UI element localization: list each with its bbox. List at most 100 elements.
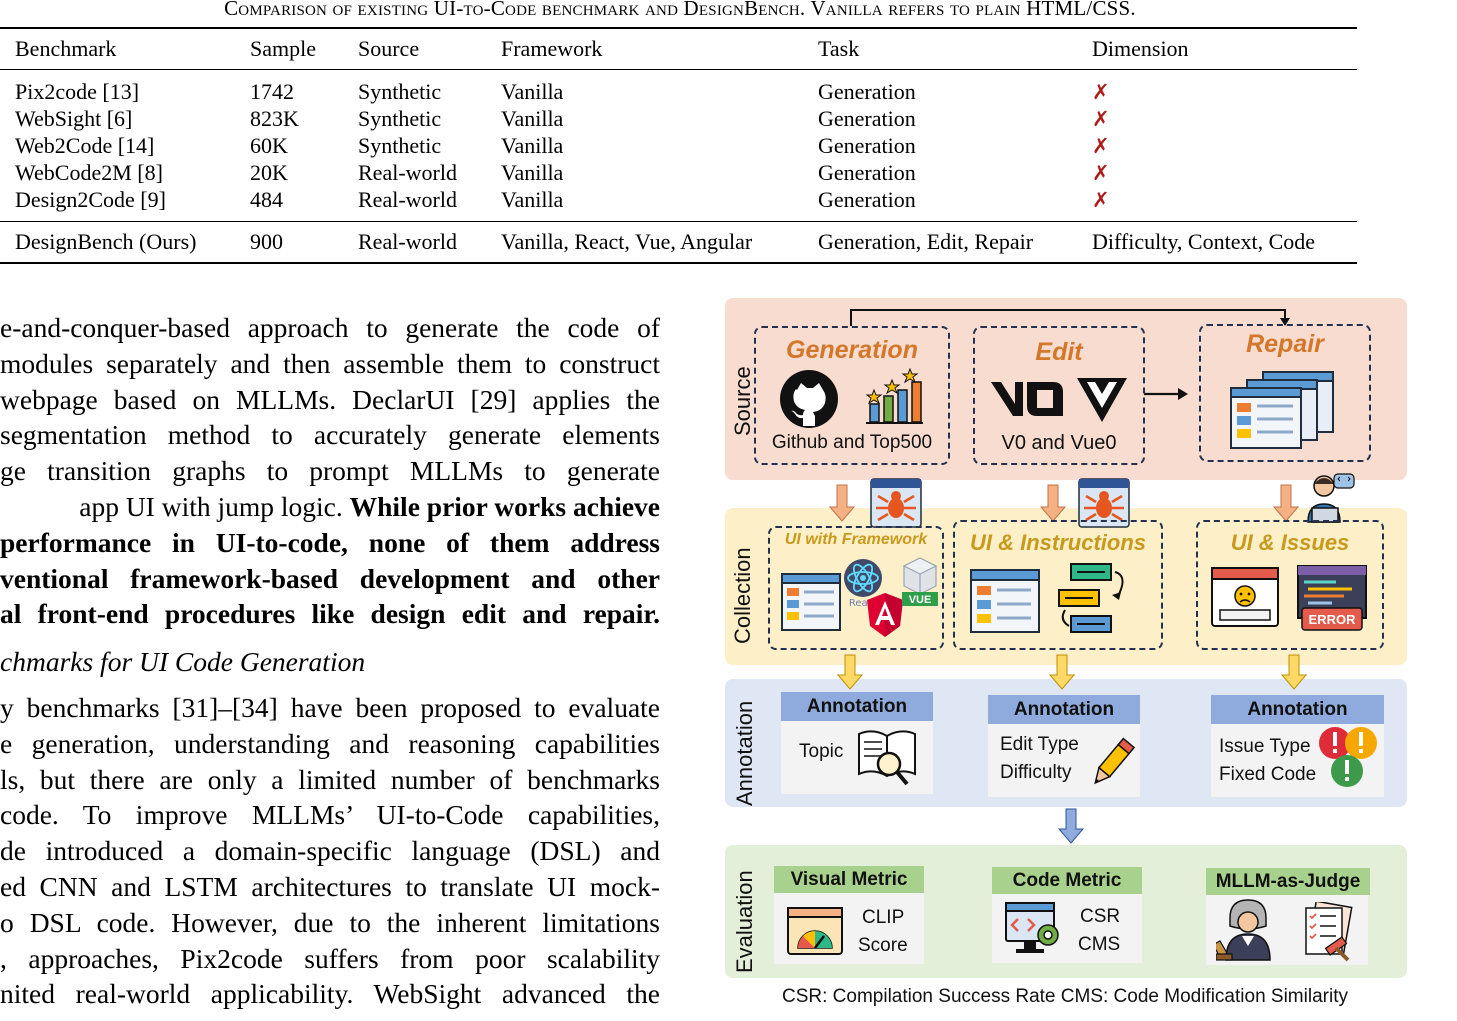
eval-card-code: Code Metric CSR CMS [992,867,1142,963]
webpage-icon [970,569,1040,633]
annotation-header: Annotation [1211,695,1384,724]
text-line: ls, but there are only a limited number … [0,763,660,795]
checklist-gavel-icon [1305,902,1353,962]
cross-mark: ✗ [1092,106,1110,131]
code-gear-monitor-icon [1005,902,1059,953]
instructions-flow-icon [1058,563,1124,633]
cell: 20K [250,159,288,185]
cell: Generation [818,186,916,212]
vue-badge-icon: VUE [902,557,938,606]
webpage-icon [781,573,841,631]
angular-logo-icon [867,593,903,637]
table-row: Design2Code [9] 484 Real-world Vanilla G… [0,186,1357,222]
generation-box: Generation Github and Top500 [754,326,950,465]
annotation-card-topic: Annotation Topic [781,692,933,794]
table-header-row: Benchmark Sample Source Framework Task D… [0,28,1357,70]
edit-title: Edit [1035,338,1083,366]
cell: Vanilla [501,186,564,212]
text-span: app UI with jump logic. [79,490,350,522]
annotation-header: Annotation [988,695,1140,724]
sad-page-icon [1211,567,1279,627]
bar-chart-stars-icon [865,368,923,424]
repair-title: Repair [1246,330,1324,358]
col-source: Source [358,36,420,61]
judge-header: MLLM-as-Judge [1206,868,1370,895]
book-magnifier-icon [858,730,916,786]
text-line: webpage based on MLLMs. DeclarUI [29] ap… [0,383,660,415]
table-row-ours: DesignBench (Ours) 900 Real-world Vanill… [0,221,1357,263]
cell: Real-world [358,186,457,212]
framework-title: UI with Framework [784,531,928,548]
cell: Real-world [358,229,457,254]
issues-box: UI & Issues ERROR [1196,520,1384,650]
band-label-evaluation: Evaluation [732,870,757,973]
react-logo-icon: React [844,559,882,608]
section-heading: chmarks for UI Code Generation [0,646,366,678]
code-metric-header: Code Metric [992,867,1142,894]
cell: Synthetic [358,105,442,131]
cell: 823K [250,105,299,131]
issue-annotation-line: Issue Type [1219,736,1311,757]
figure-footnote: CSR: Compilation Success Rate CMS: Code … [782,986,1348,1007]
vue-label: VUE [909,594,932,606]
error-code-icon: ERROR [1297,565,1367,631]
issue-annotation-line: Fixed Code [1219,764,1317,785]
cross-mark: ✗ [1092,79,1110,104]
spider-bug-icon [1078,478,1130,528]
annotation-card-issue: Annotation Issue Type Fixed Code [1211,695,1384,797]
text-line: ed CNN and LSTM architectures to transla… [0,870,660,902]
cell: Pix2code [13] [15,78,140,104]
cross-mark: ✗ [1092,133,1110,158]
topic-label: Topic [799,741,844,762]
cell: 900 [250,229,283,254]
cell: DesignBench (Ours) [15,229,197,254]
instructions-title: UI & Instructions [969,530,1146,555]
visual-metric-line: CLIP [862,907,905,928]
table-row: Web2Code [14] 60K Synthetic Vanilla Gene… [0,132,1357,159]
text-line: y benchmarks [31]–[34] have been propose… [0,691,660,723]
cell: WebCode2M [8] [15,159,163,185]
gauge-window-icon [787,907,843,955]
react-label: React [849,598,877,608]
text-line: modules separately and then assemble the… [0,347,660,379]
edit-annotation-line: Difficulty [1000,762,1072,783]
cross-mark: ✗ [1092,187,1110,212]
table-row: Pix2code [13] 1742 Synthetic Vanilla Gen… [0,70,1357,106]
text-line-bold: al front-end procedures like design edit… [0,598,660,630]
framework-box: UI with Framework React [768,526,944,650]
cell: Generation, Edit, Repair [818,229,1034,254]
cell: Vanilla [501,159,564,185]
cell: Generation [818,159,916,185]
generation-caption: Github and Top500 [771,432,933,453]
text-line: de introduced a domain-specific language… [0,835,660,867]
webpages-stack-icon [1230,371,1334,449]
cell: Vanilla, React, Vue, Angular [501,229,753,254]
col-framework: Framework [501,36,603,61]
cell: Generation [818,105,916,131]
cell: Synthetic [358,78,442,104]
cell: Vanilla [501,105,564,131]
code-metric-line: CMS [1078,934,1121,955]
cell: Synthetic [358,132,442,158]
judge-icon [1216,899,1271,961]
table-caption: Comparison of existing UI-to-Code benchm… [224,0,1136,20]
cell: 1742 [250,78,294,104]
visual-metric-line: Score [858,935,908,956]
text-line: e-and-conquer-based approach to generate… [0,312,660,343]
flow-arrows [828,309,1308,844]
generation-title: Generation [786,336,918,364]
annotation-card-edit: Annotation Edit Type Difficulty [988,695,1140,797]
cell: Real-world [358,159,457,185]
spider-bug-icon [870,478,922,528]
text-line: nited real-world applicability. WebSight… [0,978,660,1010]
cross-mark: ✗ [1092,160,1110,185]
cell: Design2Code [9] [15,186,166,212]
comparison-table: Benchmark Sample Source Framework Task D… [0,27,1357,264]
cell: 60K [250,132,288,158]
col-task: Task [818,36,860,61]
visual-metric-header: Visual Metric [774,866,924,893]
v0-logo-icon [991,382,1063,416]
text-line: code. To improve MLLMs’ UI-to-Code capab… [0,799,660,831]
text-line: , approaches, Pix2code suffers from poor… [0,942,660,974]
col-sample: Sample [250,36,316,61]
